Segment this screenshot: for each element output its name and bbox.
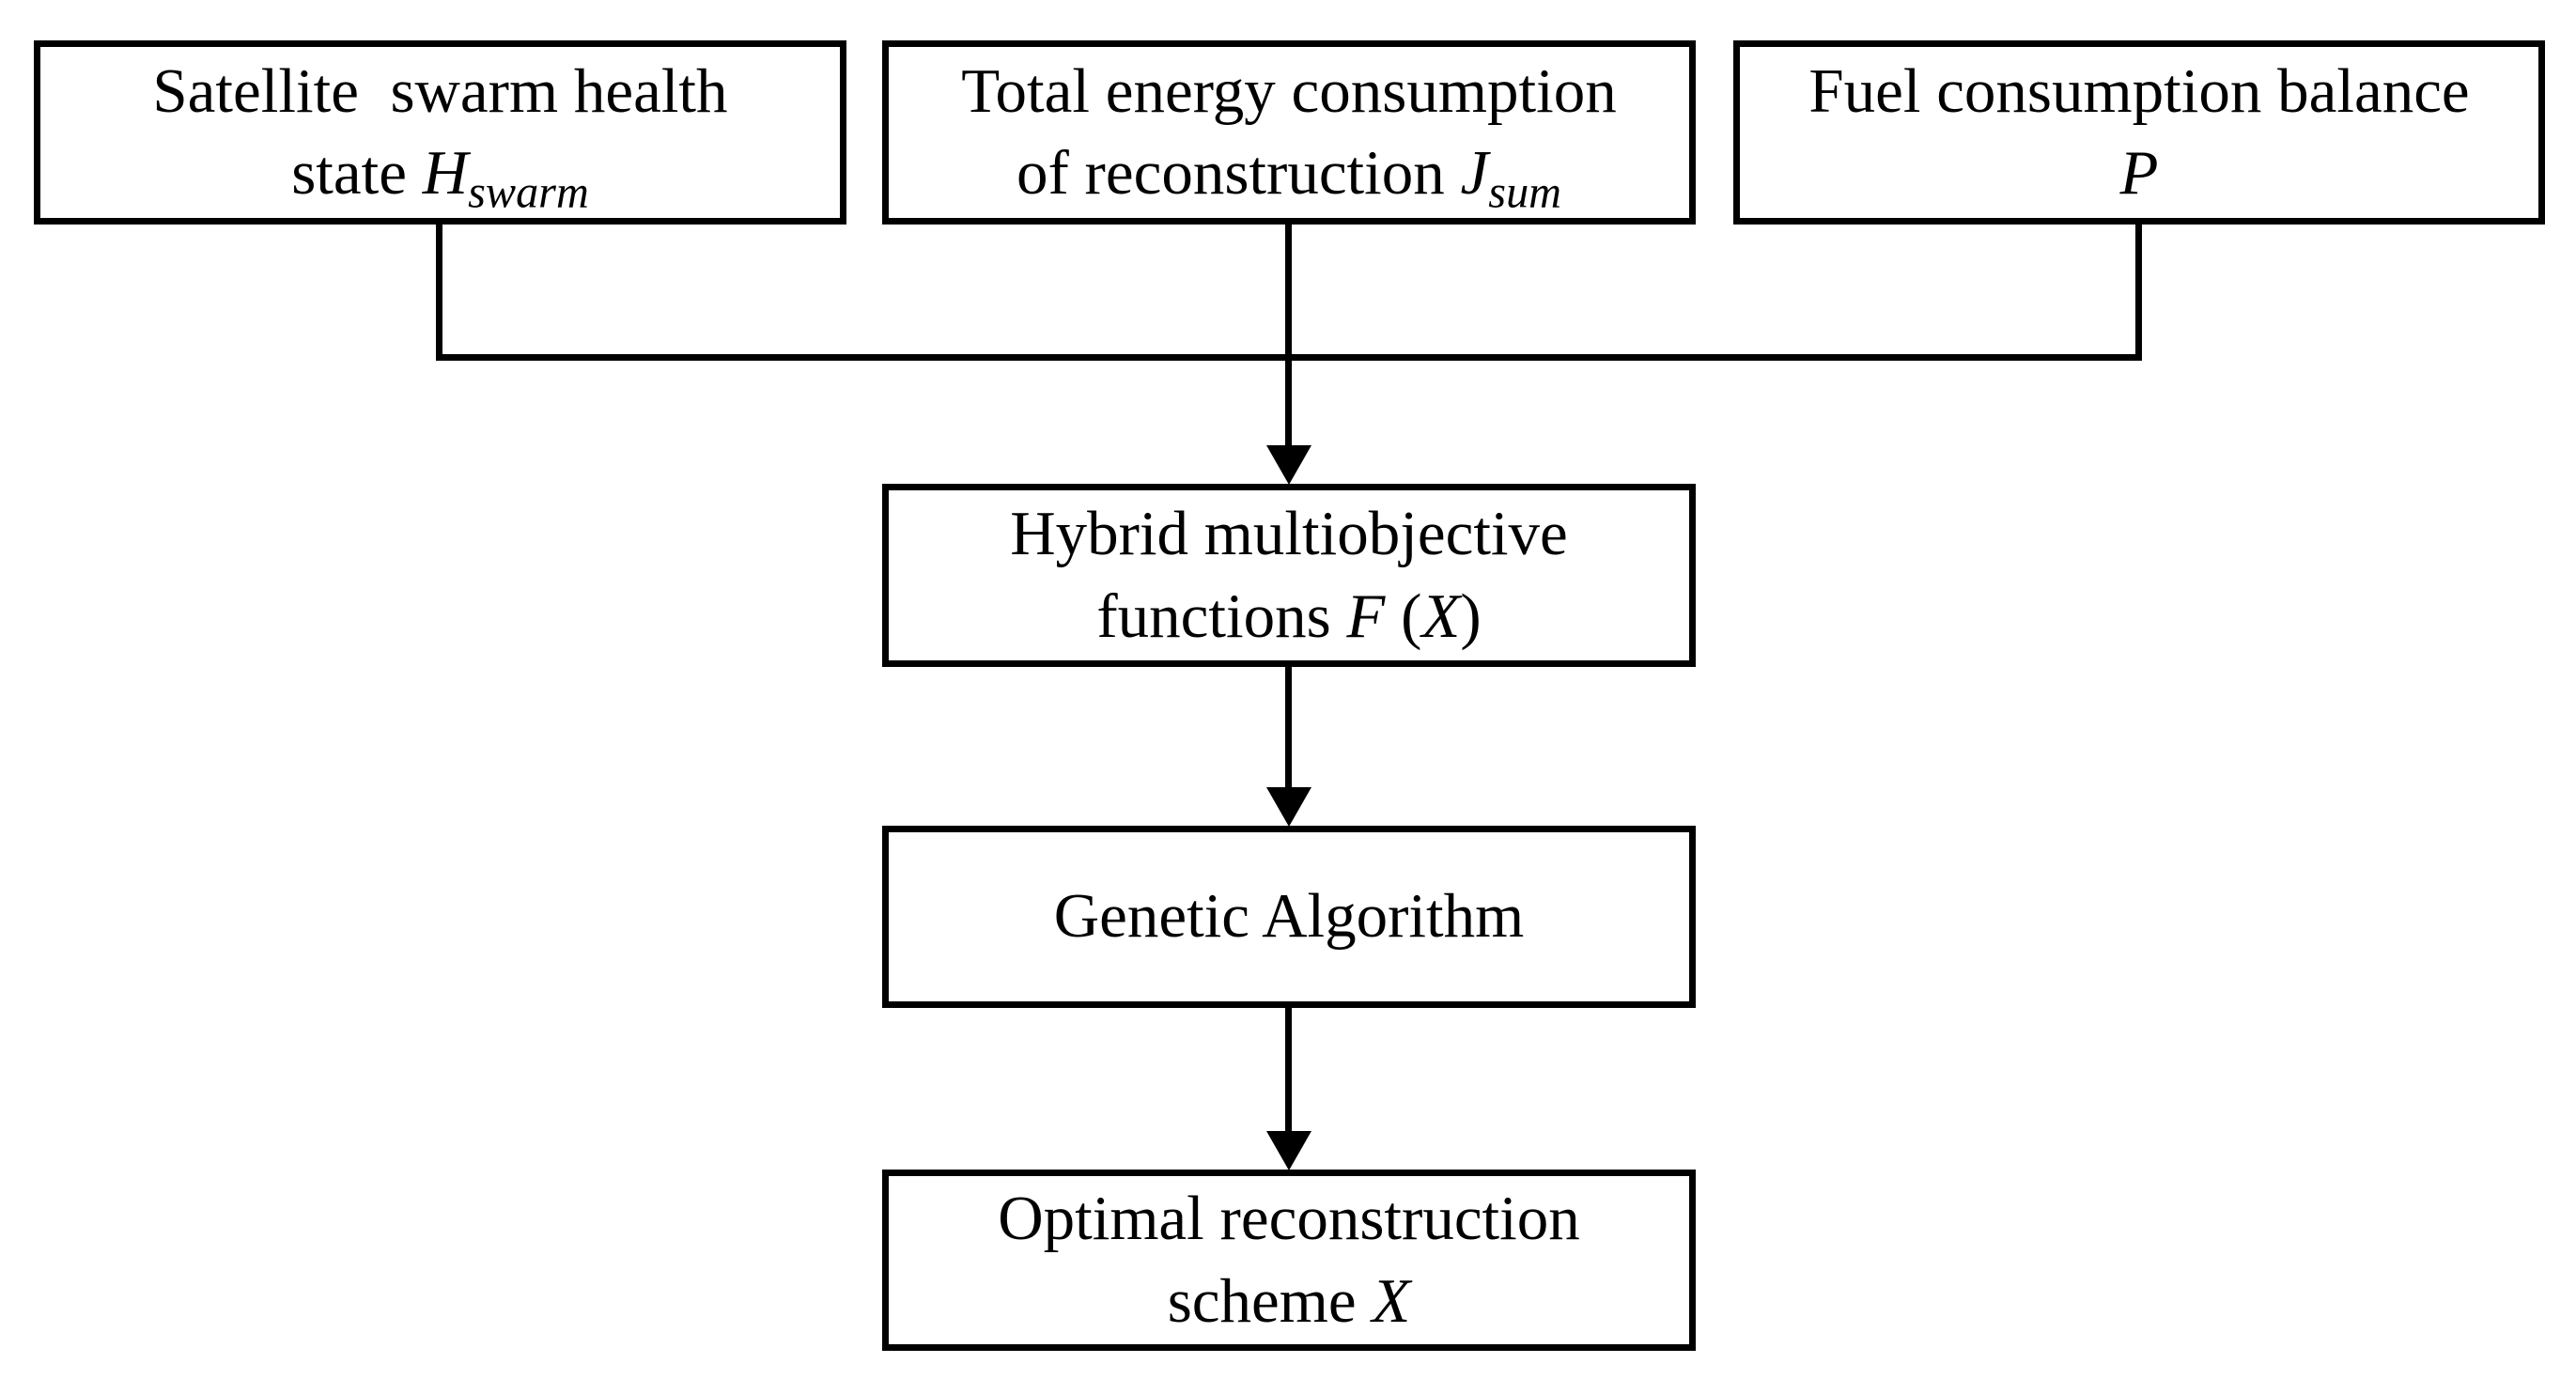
connector-line-hybrid-to-ga	[1285, 664, 1292, 792]
node-label-line: Optimal reconstruction	[998, 1178, 1580, 1260]
connector-line-ga-to-optimal	[1285, 1005, 1292, 1137]
connector-line-from-energy-consumption	[1285, 222, 1292, 452]
math-variable: sum	[1488, 167, 1562, 218]
label-text: Satellite swarm health	[152, 55, 728, 126]
label-text: Genetic Algorithm	[1053, 881, 1525, 952]
node-label-line: Satellite swarm health	[152, 51, 727, 132]
node-label-line: scheme X	[1168, 1261, 1411, 1342]
arrow-down-icon	[1266, 1131, 1311, 1170]
label-text: Optimal reconstruction	[998, 1184, 1580, 1254]
label-text: Fuel consumption balance	[1808, 55, 2470, 126]
node-label-line: state Hswarm	[291, 132, 589, 218]
arrow-down-icon	[1266, 787, 1311, 827]
label-text: )	[1460, 581, 1482, 651]
node-label-line: Genetic Algorithm	[1054, 875, 1525, 957]
math-variable: J	[1460, 138, 1489, 208]
label-text: of reconstruction	[1016, 138, 1461, 208]
math-variable: H	[422, 138, 469, 208]
node-label-line: Fuel consumption balance	[1808, 51, 2469, 132]
node-label-line: functions F (X)	[1096, 576, 1481, 658]
connector-line-from-swarm-health	[436, 222, 442, 361]
math-variable: P	[2119, 138, 2159, 208]
connector-line-from-fuel-balance	[2135, 222, 2142, 361]
math-variable: X	[1421, 581, 1461, 651]
node-label-line: P	[2120, 132, 2159, 214]
math-variable: swarm	[468, 167, 589, 218]
node-label-line: of reconstruction Jsum	[1016, 132, 1562, 218]
label-text: functions	[1096, 581, 1347, 651]
node-label-line: Total energy consumption	[961, 51, 1616, 132]
label-text: state	[291, 138, 423, 208]
arrow-down-icon	[1266, 445, 1311, 485]
math-variable: F	[1346, 581, 1386, 651]
node-genetic-algorithm: Genetic Algorithm	[882, 826, 1696, 1008]
label-text: scheme	[1167, 1265, 1373, 1336]
node-label-line: Hybrid multiobjective	[1010, 493, 1568, 575]
math-variable: X	[1372, 1265, 1411, 1336]
label-text: Total energy consumption	[961, 55, 1617, 126]
label-text: Hybrid multiobjective	[1010, 499, 1568, 569]
label-text: (	[1385, 581, 1422, 651]
